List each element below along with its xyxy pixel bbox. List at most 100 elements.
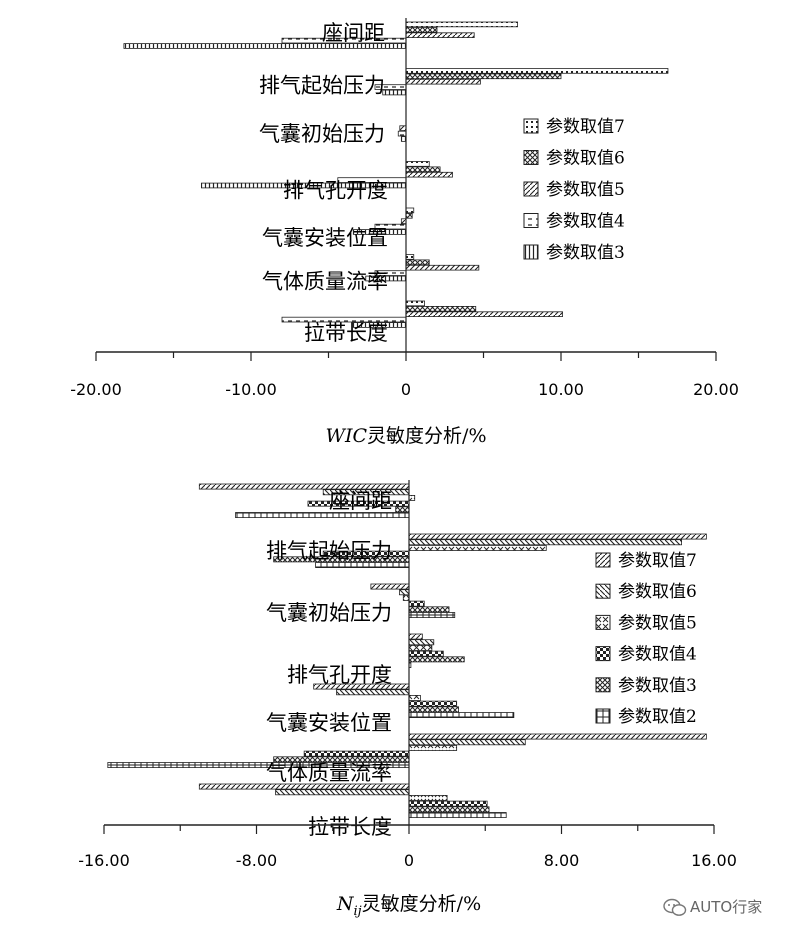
- x-tick-label: 0: [404, 851, 414, 870]
- bar: [400, 136, 407, 142]
- bar: [408, 695, 421, 701]
- bar: [382, 89, 407, 96]
- category-label: 气囊安装位置: [266, 711, 392, 735]
- legend-label: 参数取值2: [618, 707, 697, 727]
- category-label: 拉带长度: [308, 815, 392, 839]
- legend-swatch: [595, 646, 611, 662]
- bar: [405, 161, 430, 167]
- bar: [405, 254, 415, 260]
- bar: [405, 73, 562, 80]
- x-axis-label-symbol: WIC: [325, 425, 367, 447]
- category-label: 座间距: [329, 489, 392, 513]
- bar: [405, 259, 430, 266]
- bar: [275, 789, 410, 796]
- bar: [408, 712, 515, 718]
- bar: [408, 533, 707, 540]
- legend-swatch: [595, 552, 611, 568]
- wic-sensitivity-chart: 座间距排气起始压力气囊初始压力排气孔开度气囊安装位置气体质量流率拉带长度-20.…: [70, 18, 739, 447]
- bar: [315, 562, 410, 568]
- bar: [395, 506, 410, 513]
- category-label: 气囊安装位置: [262, 226, 388, 250]
- legend-swatch: [595, 583, 611, 599]
- category-label: 排气起始压力: [266, 539, 392, 563]
- x-axis-label-subscript: ij: [353, 904, 361, 919]
- bar: [405, 207, 415, 214]
- x-tick-label: -8.00: [236, 851, 277, 870]
- bar: [336, 689, 410, 696]
- bar: [397, 130, 407, 137]
- bar: [408, 739, 526, 746]
- bar: [405, 166, 441, 173]
- category-label: 气体质量流率: [266, 761, 392, 785]
- x-tick-label: -16.00: [78, 851, 130, 870]
- bar: [408, 612, 456, 618]
- legend-swatch: [595, 614, 611, 630]
- x-tick-label: -20.00: [70, 380, 122, 399]
- watermark-text: AUTO行家: [690, 898, 762, 916]
- bar: [408, 806, 490, 813]
- legend-label: 参数取值5: [546, 180, 625, 200]
- bar: [405, 305, 477, 312]
- bar: [408, 800, 488, 807]
- x-axis-label-symbol: N: [336, 893, 355, 915]
- legend-swatch: [523, 244, 539, 260]
- bar: [408, 733, 707, 740]
- x-tick-label: 8.00: [544, 851, 580, 870]
- legend-label: 参数取值4: [618, 645, 697, 665]
- x-tick-label: 0: [401, 380, 411, 399]
- bar: [408, 656, 465, 663]
- bar: [408, 812, 507, 818]
- bar: [405, 26, 438, 33]
- bar: [405, 68, 669, 74]
- legend-label: 参数取值7: [618, 551, 697, 571]
- wechat-icon: [663, 898, 687, 916]
- watermark: AUTO行家: [663, 898, 762, 916]
- legend-label: 参数取值6: [618, 582, 697, 602]
- x-tick-label: -10.00: [225, 380, 277, 399]
- bar: [408, 600, 425, 607]
- legend-swatch: [523, 150, 539, 165]
- legend-label: 参数取值4: [546, 212, 625, 232]
- category-label: 气囊初始压力: [266, 601, 392, 625]
- legend-label: 参数取值5: [618, 613, 697, 633]
- legend-swatch: [523, 181, 539, 197]
- x-tick-label: 16.00: [691, 851, 737, 870]
- bar: [408, 494, 416, 501]
- bar: [405, 78, 481, 85]
- legend-label: 参数取值6: [546, 149, 625, 169]
- legend-swatch: [595, 708, 611, 724]
- category-label: 排气起始压力: [259, 74, 385, 98]
- bar: [408, 650, 444, 657]
- bar: [408, 539, 682, 546]
- bar: [405, 32, 475, 38]
- bar: [408, 706, 459, 713]
- bar: [408, 700, 458, 707]
- x-axis-label: WIC灵敏度分析/%: [325, 425, 486, 447]
- bar: [402, 595, 410, 601]
- x-axis-label-text: 灵敏度分析/%: [367, 425, 486, 447]
- bar: [405, 311, 563, 317]
- legend-swatch: [523, 118, 539, 134]
- x-axis-label-text: 灵敏度分析/%: [362, 893, 481, 915]
- legend-label: 参数取值3: [618, 676, 697, 696]
- bar: [235, 512, 410, 518]
- bar: [198, 783, 410, 790]
- bar: [405, 171, 453, 178]
- bar: [400, 218, 407, 225]
- category-label: 座间距: [322, 21, 385, 45]
- category-label: 气体质量流率: [262, 270, 388, 294]
- category-label: 气囊初始压力: [259, 122, 385, 146]
- bar: [370, 583, 410, 590]
- category-label: 排气孔开度: [283, 179, 388, 203]
- bar: [399, 589, 410, 596]
- bar: [303, 750, 410, 757]
- category-label: 排气孔开度: [287, 663, 392, 687]
- legend-label: 参数取值3: [546, 243, 625, 263]
- bar: [408, 545, 547, 551]
- bar: [313, 683, 410, 690]
- x-axis-label: Nij灵敏度分析/%: [336, 893, 481, 919]
- legend-swatch: [595, 677, 611, 693]
- bar: [405, 21, 518, 28]
- bar: [408, 645, 433, 651]
